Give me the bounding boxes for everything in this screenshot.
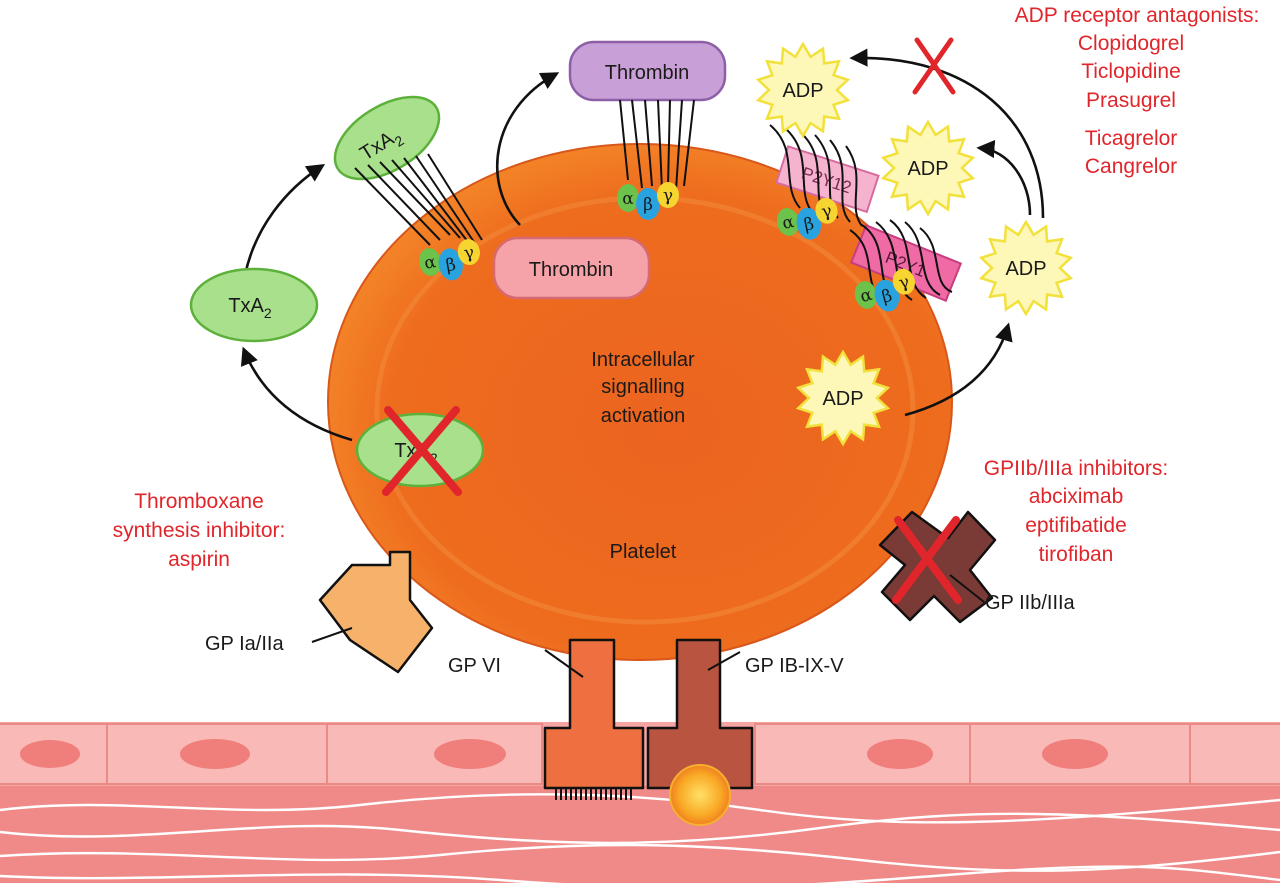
p2y12-strands [769,124,863,227]
adp-label: ADP [822,388,863,410]
g-gamma-subunit-label: γ [663,186,673,206]
drug-aspirin: aspirin [168,548,230,571]
adp-starburst: ADP [755,41,851,139]
adp-label: ADP [907,158,948,180]
gp-ia-iia-receptor: GP Ia/IIa [205,550,434,674]
thrombin-mid-label: Thrombin [529,259,613,281]
drug-prasugrel: Prasugrel [1086,89,1176,112]
signalling-label: Intracellular signalling activation [591,349,695,427]
g-gamma-subunit-label: γ [462,242,475,263]
txa2-upper: TxA2 [333,95,441,181]
drug-tirofiban: tirofiban [1039,543,1114,566]
txa2-receptor-strands [354,153,483,246]
g-beta-subunit-label: β [802,214,816,236]
g-gamma-subunit [457,239,480,266]
g-beta-subunit [874,279,900,312]
g-beta-subunit-label: β [444,255,457,276]
gp-iib-iiia-block-cross [892,516,962,604]
par-receptor-strands [619,99,695,191]
drug-clopidogrel: Clopidogrel [1078,32,1184,55]
arrow-thrombin-activation [495,72,560,226]
gp-iib-iiia-receptor: GP IIb/IIIa [878,510,1076,624]
endothelial-nuclei [20,739,1108,769]
aspirin-block-cross [382,406,462,496]
center-line1: Intracellular [591,349,695,371]
arrow-adp-to-p2y1 [976,139,1032,216]
gp-inhibitors-heading: GPIIb/IIIa inhibitors: [984,457,1168,480]
txa2-inhibited: TxA2 [355,406,485,496]
txa-line2: synthesis inhibitor: [113,519,286,542]
drug-eptifibatide: eptifibatide [1025,514,1127,537]
drug-ticlopidine: Ticlopidine [1081,60,1181,83]
svg-text:TxA2: TxA2 [228,295,272,321]
arrow-txa2-to-upper [243,164,326,276]
g-alpha-subunit [418,248,442,276]
g-alpha-subunit [854,281,878,309]
arrow-adp-to-p2y12 [849,48,1045,219]
g-gamma-subunit [657,182,679,208]
g-beta-subunit [636,188,660,220]
von-willebrand-factor [669,764,731,826]
adp-antagonist-list: ADP receptor antagonists: Clopidogrel Ti… [1015,4,1260,178]
gp-ib-ix-v-label: GP IB-IX-V [745,655,844,677]
adp-antagonists-heading: ADP receptor antagonists: [1015,4,1260,27]
g-beta-subunit [438,248,463,281]
center-line3: activation [601,405,686,427]
g-alpha-subunit [776,208,800,236]
adp-label: ADP [782,80,823,102]
txa-line1: Thromboxane [134,490,264,513]
gp-inhibitor-list: GPIIb/IIIa inhibitors: abciximab eptifib… [984,457,1168,566]
gp-vi-receptor: GP VI [448,638,645,800]
arrow-txa2-released [240,346,353,442]
platelet-label: Platelet [610,541,677,563]
adp-starburst: ADP [880,119,976,217]
adp-starbursts: ADP ADP ADP ADP [755,41,1074,447]
g-alpha-subunit [617,184,639,212]
gp-ib-ix-v-receptor: GP IB-IX-V [646,638,844,826]
g-gamma-subunit [815,197,838,224]
gp-vi-collagen-bristles [555,788,632,800]
thrombin-top: Thrombin [568,40,727,102]
adp-starburst: ADP [795,349,891,447]
drug-cangrelor: Cangrelor [1085,155,1177,178]
adp-label: ADP [1005,258,1046,280]
drug-ticagrelor: Ticagrelor [1085,127,1178,150]
g-beta-subunit [796,207,822,240]
adp-star-shape [978,219,1074,317]
adp-star-shape [755,41,851,139]
gp-vi-label: GP VI [448,655,501,677]
gp-iib-iiia-label: GP IIb/IIIa [985,592,1076,614]
txa2-left: TxA2 [189,267,319,343]
g-beta-subunit-label: β [643,195,653,215]
g-alpha-subunit-label: α [423,252,438,274]
adp-star-shape [795,349,891,447]
drug-abciximab: abciximab [1029,485,1124,508]
adp-star-shape [880,119,976,217]
g-gamma-subunit-label: γ [897,272,912,294]
center-line2: signalling [601,376,684,398]
g-alpha-subunit-label: α [781,212,797,234]
g-alpha-subunit-label: α [622,189,634,209]
arrows [240,48,1045,442]
thrombin-top-label: Thrombin [605,62,689,84]
txa2-left-label: TxA [228,295,264,317]
arrow-adp-release [904,322,1013,417]
thrombin-middle: Thrombin [492,236,651,300]
txa2-left-subscript: 2 [264,305,272,321]
adp-receptor-block-cross [912,37,956,95]
adp-starburst: ADP [978,219,1074,317]
g-gamma-subunit [892,268,916,295]
p2y1-strands [849,219,953,303]
thromboxane-inhibitor-list: Thromboxane synthesis inhibitor: aspirin [113,490,286,571]
gp-ia-iia-label: GP Ia/IIa [205,633,284,655]
g-gamma-subunit-label: γ [820,201,834,223]
